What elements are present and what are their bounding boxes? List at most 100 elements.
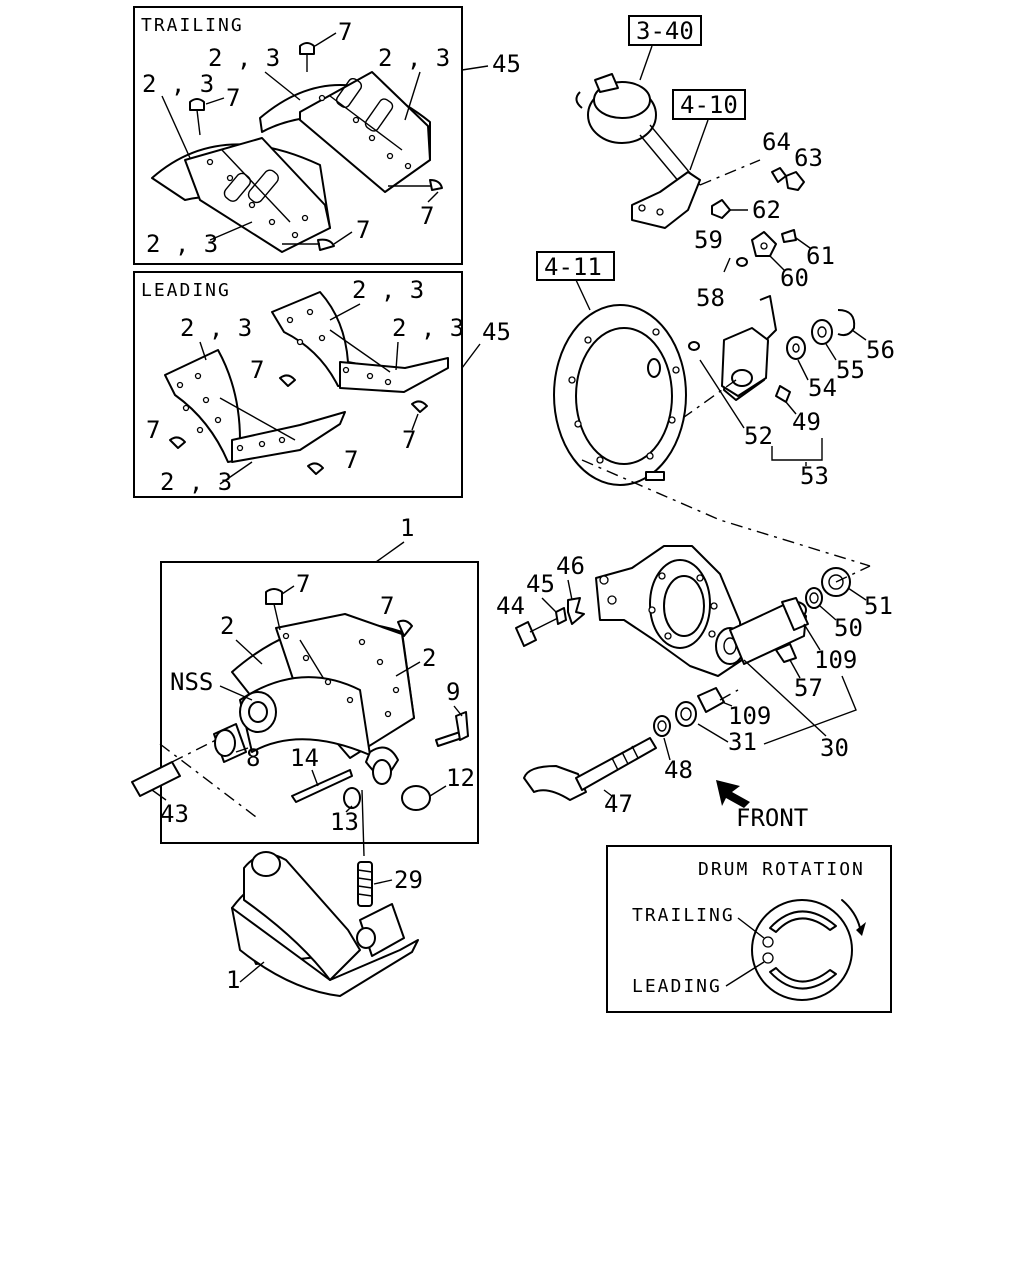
spider-small-parts: [515, 565, 871, 663]
label-2-3-trailing-b: 2 , 3: [378, 44, 450, 72]
label-7-leading-d: 7: [344, 446, 358, 474]
drum-label-leading: LEADING: [632, 976, 722, 997]
label-2-3-trailing-a: 2 , 3: [208, 44, 280, 72]
slack-adjuster-clevis: [723, 229, 797, 273]
trailing-panel-frame: [133, 6, 463, 265]
label-44: 44: [496, 592, 525, 620]
camshaft: [523, 737, 657, 801]
label-7-assy-a: 7: [296, 570, 310, 598]
trailing-panel: TRAILING: [133, 6, 463, 265]
label-48: 48: [664, 756, 693, 784]
trailing-panel-title: TRAILING: [141, 15, 244, 36]
label-2-3-leading-a: 2 , 3: [352, 276, 424, 304]
label-45: 45: [526, 570, 555, 598]
drum-rotation-arrow: [841, 899, 861, 929]
label-7-leading-b: 7: [146, 416, 160, 444]
drum-upper-shoe: [769, 910, 837, 933]
label-12: 12: [446, 764, 475, 792]
label-front: FRONT: [736, 804, 808, 832]
drum-rotation-frame: [606, 845, 892, 1013]
shoe-assembly-frame: [160, 561, 479, 844]
label-7-assy-b: 7: [380, 592, 394, 620]
label-46: 46: [556, 552, 585, 580]
label-60: 60: [780, 264, 809, 292]
label-2-3-trailing-d: 2 , 3: [146, 230, 218, 258]
ref-box-4-10: 4-10: [672, 89, 746, 171]
label-109-a: 109: [814, 646, 857, 674]
label-61: 61: [806, 242, 835, 270]
brake-spider: [595, 545, 807, 677]
trailing-back-shoe: [259, 71, 431, 193]
label-54: 54: [808, 374, 837, 402]
washers-right: [775, 309, 856, 403]
label-59: 59: [694, 226, 723, 254]
lower-brake-shoe: [231, 851, 419, 997]
brake-chamber: [575, 73, 701, 196]
label-49: 49: [792, 408, 821, 436]
label-58: 58: [696, 284, 725, 312]
label-7-trailing-top: 7: [338, 18, 352, 46]
ref-4-10: 4-10: [680, 91, 738, 119]
label-8: 8: [246, 744, 260, 772]
label-7-trailing-bottom: 7: [356, 216, 370, 244]
label-13: 13: [330, 808, 359, 836]
ref-3-40: 3-40: [636, 17, 694, 45]
drum-arrow-head: [856, 922, 866, 936]
bracket-assembly: [679, 295, 777, 421]
leading-panel: LEADING 2 , 3 2 , 3: [133, 271, 464, 498]
label-30: 30: [820, 734, 849, 762]
drum-rotation-title: DRUM ROTATION: [698, 859, 865, 880]
label-2-3-leading-d: 2 , 3: [160, 468, 232, 496]
label-nss: NSS: [170, 668, 213, 696]
label-109-b: 109: [728, 702, 771, 730]
label-7-trailing-right: 7: [420, 202, 434, 230]
label-2-assy-a: 2: [220, 612, 234, 640]
label-31: 31: [728, 728, 757, 756]
chamber-bracket: [631, 159, 761, 229]
label-56: 56: [866, 336, 895, 364]
label-55: 55: [836, 356, 865, 384]
label-4-5-bottom: 45: [482, 318, 511, 346]
label-50: 50: [834, 614, 863, 642]
label-52: 52: [744, 422, 773, 450]
leading-panel-title: LEADING: [141, 280, 231, 301]
label-1-main: 1: [400, 514, 414, 542]
front-arrow: [716, 780, 750, 808]
label-7-leading-c: 7: [402, 426, 416, 454]
leading-back-shoe: [271, 291, 449, 393]
drum-outer-ring: [751, 899, 853, 1001]
label-9: 9: [446, 678, 460, 706]
label-63: 63: [794, 144, 823, 172]
label-7-leading-a: 7: [250, 356, 264, 384]
return-spring: [357, 861, 373, 907]
label-64: 64: [762, 128, 791, 156]
ref-4-11: 4-11: [544, 253, 602, 281]
label-4-5-top: 45: [492, 50, 521, 78]
label-62: 62: [752, 196, 781, 224]
leading-front-shoe: [164, 349, 346, 463]
label-53: 53: [800, 462, 829, 490]
drum-label-trailing: TRAILING: [632, 905, 735, 926]
label-14: 14: [290, 744, 319, 772]
trailing-rivets: [189, 42, 443, 251]
ref-box-4-11: 4-11: [536, 251, 615, 311]
label-2-3-leading-b: 2 , 3: [180, 314, 252, 342]
label-1-lower: 1: [226, 966, 240, 994]
leading-rivets: [169, 374, 428, 475]
nuts-group: [711, 167, 805, 219]
trailing-front-shoe: [151, 137, 331, 253]
leading-panel-frame: [133, 271, 463, 498]
dust-shield: [553, 304, 687, 486]
camshaft-bushings: [653, 687, 739, 737]
label-2-3-leading-c: 2 , 3: [392, 314, 464, 342]
shoe-assembly-small-parts: [131, 588, 469, 857]
brake-shoe-with-linings: [231, 613, 415, 785]
label-29: 29: [394, 866, 423, 894]
label-51: 51: [864, 592, 893, 620]
label-2-3-trailing-c: 2 , 3: [142, 70, 214, 98]
label-2-assy-b: 2: [422, 644, 436, 672]
drum-lower-shoe: [769, 967, 837, 990]
drum-rotation-panel: DRUM ROTATION TRAILING LEADING: [606, 845, 892, 1013]
ref-box-3-40: 3-40: [628, 15, 702, 81]
